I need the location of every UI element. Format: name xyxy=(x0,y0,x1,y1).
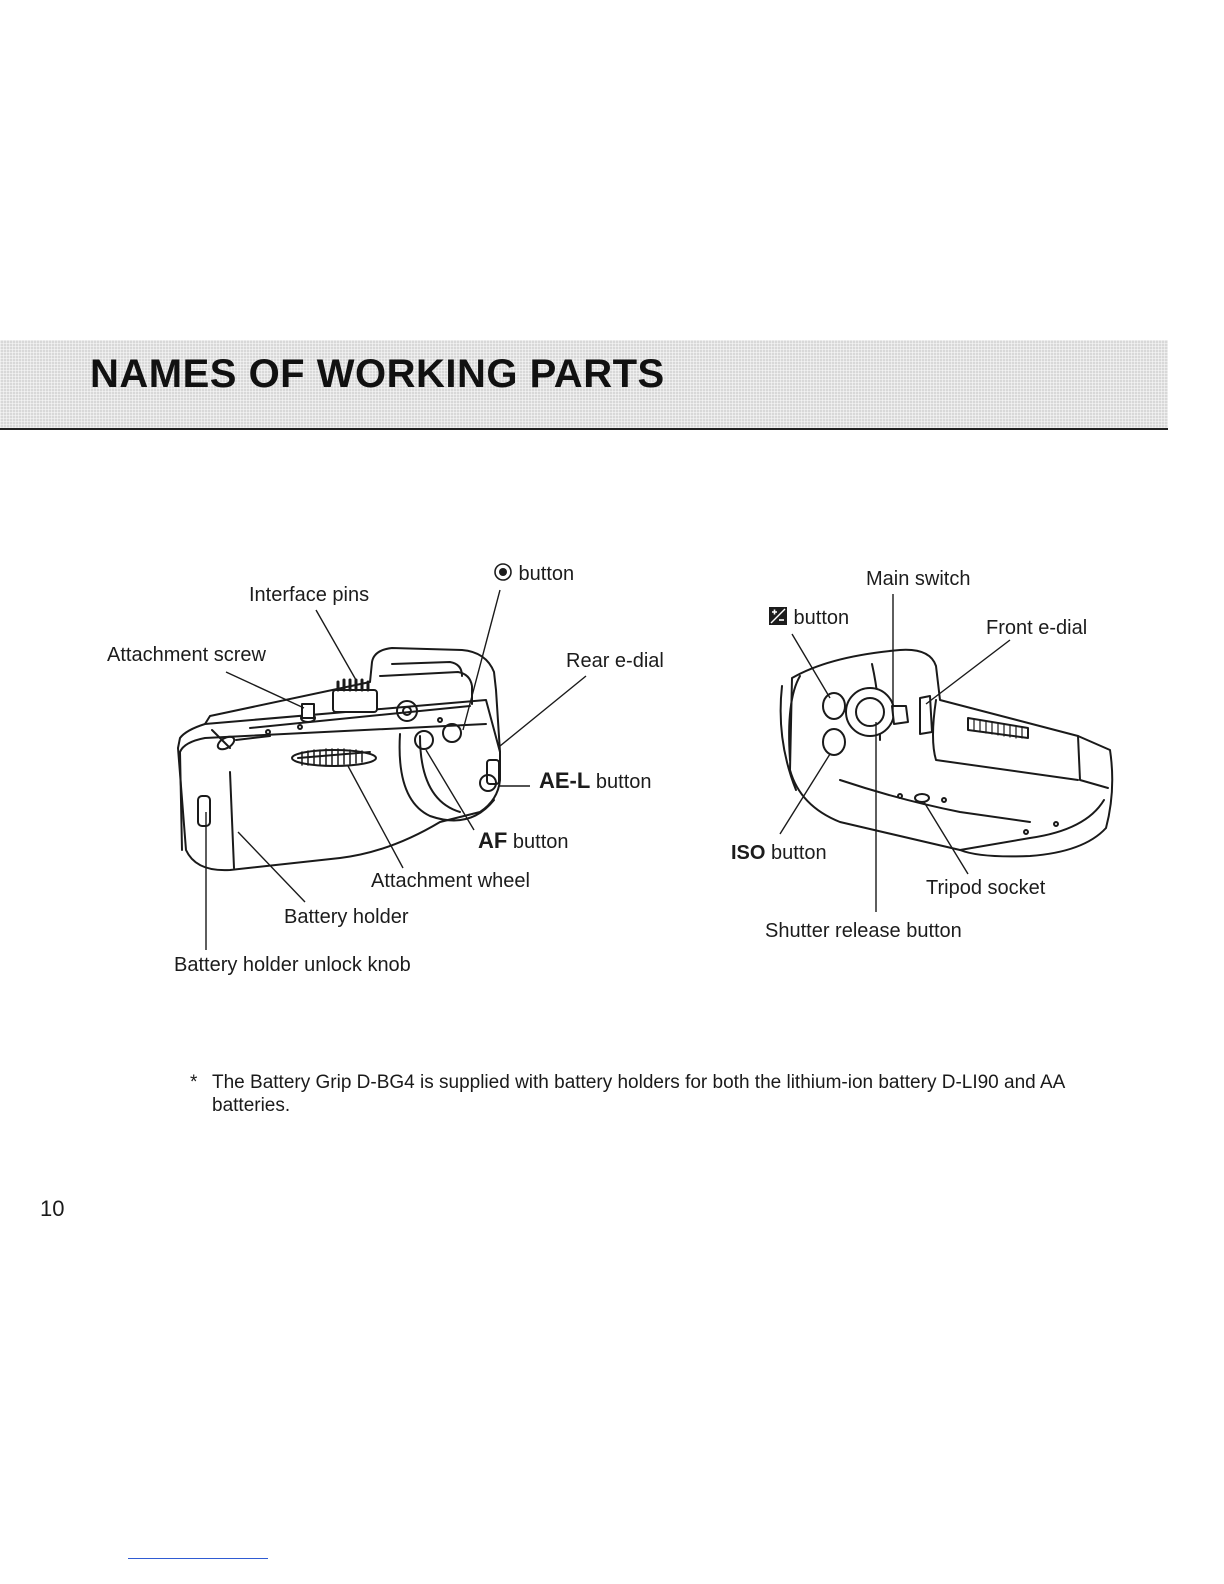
label-iso-suffix: button xyxy=(765,842,827,864)
label-exposure-compensation-button: button xyxy=(768,606,849,630)
label-ael-bold: AE-L xyxy=(539,768,591,793)
bottom-divider xyxy=(128,1558,268,1559)
label-shutter-release-button: Shutter release button xyxy=(765,920,962,942)
page-number: 10 xyxy=(40,1196,65,1221)
label-af-button: AF button xyxy=(478,828,569,854)
label-interface-pins: Interface pins xyxy=(249,584,370,606)
page-title: NAMES OF WORKING PARTS xyxy=(90,352,665,396)
label-iso-bold: ISO xyxy=(731,842,766,864)
label-attachment-wheel: Attachment wheel xyxy=(371,870,530,892)
label-target-button-text: button xyxy=(513,563,575,585)
label-battery-holder: Battery holder xyxy=(284,906,409,928)
label-target-button: button xyxy=(493,562,574,586)
footnote-marker: * xyxy=(190,1072,198,1093)
label-battery-holder-unlock-knob: Battery holder unlock knob xyxy=(174,954,411,976)
label-rear-e-dial: Rear e-dial xyxy=(566,650,664,672)
label-ael-button: AE-L button xyxy=(539,768,652,794)
label-exposure-button-text: button xyxy=(788,607,850,629)
label-af-suffix: button xyxy=(507,831,569,853)
footnote: * The Battery Grip D-BG4 is supplied wit… xyxy=(190,1071,1090,1117)
exposure-compensation-icon xyxy=(769,607,787,625)
footnote-text: The Battery Grip D-BG4 is supplied with … xyxy=(212,1072,1065,1116)
label-attachment-screw: Attachment screw xyxy=(107,644,266,666)
target-point-icon xyxy=(494,563,512,581)
label-front-e-dial: Front e-dial xyxy=(986,617,1088,639)
label-tripod-socket: Tripod socket xyxy=(926,877,1046,899)
section-header-banner: NAMES OF WORKING PARTS xyxy=(0,340,1168,430)
label-iso-button: ISO button xyxy=(731,842,827,865)
label-main-switch: Main switch xyxy=(866,568,971,590)
label-ael-suffix: button xyxy=(590,771,652,793)
label-af-bold: AF xyxy=(478,828,508,853)
